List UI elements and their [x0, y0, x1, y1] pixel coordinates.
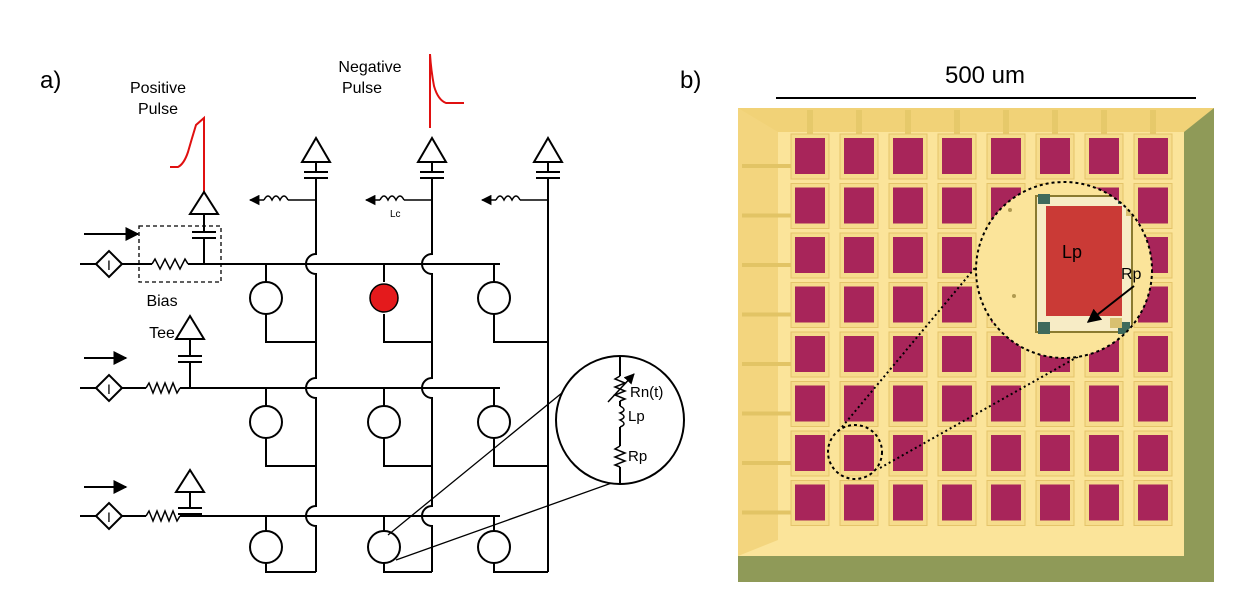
- pixel-device: [942, 237, 972, 273]
- column-wires: [305, 178, 549, 572]
- pixel-device: [795, 286, 825, 323]
- pixel-device: [893, 385, 923, 422]
- pixel-device: [844, 435, 874, 471]
- zoom-label-lp: Lp: [1062, 242, 1082, 262]
- panel-b-label: b): [680, 67, 701, 94]
- pixel-device: [844, 385, 874, 422]
- pixel-device: [942, 385, 972, 422]
- negative-pulse-label-line2: Pulse: [342, 80, 382, 97]
- pixel-device: [991, 435, 1021, 471]
- zoom-line-b-upper: [841, 225, 1011, 428]
- pixel-device: [893, 484, 923, 521]
- pixel-device: [1040, 435, 1070, 471]
- pixel-elements: [249, 264, 548, 573]
- pixel-device: [1138, 484, 1168, 521]
- pixel-device: [893, 336, 923, 372]
- pixel-device: [942, 138, 972, 174]
- current-source-symbol-2: I: [107, 381, 111, 397]
- pixel-device: [795, 385, 825, 422]
- pixel-device: [795, 336, 825, 372]
- pixel-device: [1040, 484, 1070, 521]
- pixel-device: [1040, 138, 1070, 174]
- zoom-inset: [975, 181, 1153, 359]
- pixel-device: [893, 286, 923, 323]
- bias-tee-label-line1: Bias: [146, 293, 177, 310]
- pixel-device: [844, 187, 874, 224]
- pixel-device: [1089, 435, 1119, 471]
- zoom-label-rp: Rp: [1121, 266, 1142, 283]
- pixel-device: [795, 484, 825, 521]
- pixel-device: [942, 187, 972, 224]
- pixel-device: [1040, 385, 1070, 422]
- pixel-inset: [555, 355, 685, 485]
- pixel-device: [893, 237, 923, 273]
- pixel-device: [795, 237, 825, 273]
- pixel-device: [1138, 336, 1168, 372]
- pixel-device: [942, 286, 972, 323]
- column-bias-inductors: [248, 194, 548, 206]
- pixel-device: [1089, 138, 1119, 174]
- pixel-device: [991, 484, 1021, 521]
- pixel-device: [1138, 435, 1168, 471]
- pixel-device: [795, 138, 825, 174]
- pixel-device: [942, 435, 972, 471]
- positive-pulse-label-line2: Pulse: [138, 101, 178, 118]
- column-amplifiers: [174, 136, 564, 493]
- panel-a-circuit-schematic: a) Positive Pulse Negative Pulse: [40, 53, 685, 573]
- positive-pulse-label-line1: Positive: [130, 80, 186, 97]
- pixel-device: [844, 336, 874, 372]
- pixel-device: [1089, 385, 1119, 422]
- inductor-lc-label: Lc: [390, 209, 401, 220]
- pixel-device: [1089, 484, 1119, 521]
- bias-tee-label-line2: Tee: [149, 325, 175, 342]
- highlighted-pixel: [369, 283, 399, 313]
- zoom-source-circle: [827, 424, 883, 480]
- chip-image: [738, 108, 1214, 582]
- pixel-device: [795, 435, 825, 471]
- pixel-device: [942, 484, 972, 521]
- pixel-device: [942, 336, 972, 372]
- pixel-device: [893, 138, 923, 174]
- current-source-symbol-3: I: [107, 509, 111, 525]
- pixel-device: [1138, 385, 1168, 422]
- scale-bar-label: 500 um: [945, 62, 1025, 89]
- pixel-device: [991, 138, 1021, 174]
- pixel-device: [1138, 138, 1168, 174]
- panel-a-label: a): [40, 67, 61, 94]
- pixel-device: [893, 187, 923, 224]
- inset-zoom-line-lower: [395, 469, 649, 561]
- row-current-sources: [94, 249, 124, 531]
- pixel-device: [844, 138, 874, 174]
- bias-tee-box: [138, 225, 222, 283]
- row-wires: [80, 238, 500, 517]
- rp-pointer-arrow: [1086, 285, 1135, 323]
- bias-current-arrows: [84, 227, 140, 494]
- capacitors: [178, 162, 560, 515]
- positive-pulse-waveform: [170, 115, 205, 192]
- pixel-device: [844, 237, 874, 273]
- inset-label-lp: Lp: [628, 408, 645, 425]
- pixel-device: [795, 187, 825, 224]
- row-resistors: [145, 257, 189, 524]
- pixel-device: [844, 286, 874, 323]
- inset-zoom-line-upper: [387, 369, 591, 536]
- inset-label-rn: Rn(t): [630, 384, 663, 401]
- negative-pulse-waveform: [429, 53, 464, 128]
- pixel-device: [844, 484, 874, 521]
- panel-b-chip-micrograph: b) 500 um: [680, 62, 1214, 582]
- inset-label-rp: Rp: [628, 448, 647, 465]
- current-source-symbol-1: I: [107, 257, 111, 273]
- pixel-device: [1138, 187, 1168, 224]
- negative-pulse-label-line1: Negative: [338, 59, 401, 76]
